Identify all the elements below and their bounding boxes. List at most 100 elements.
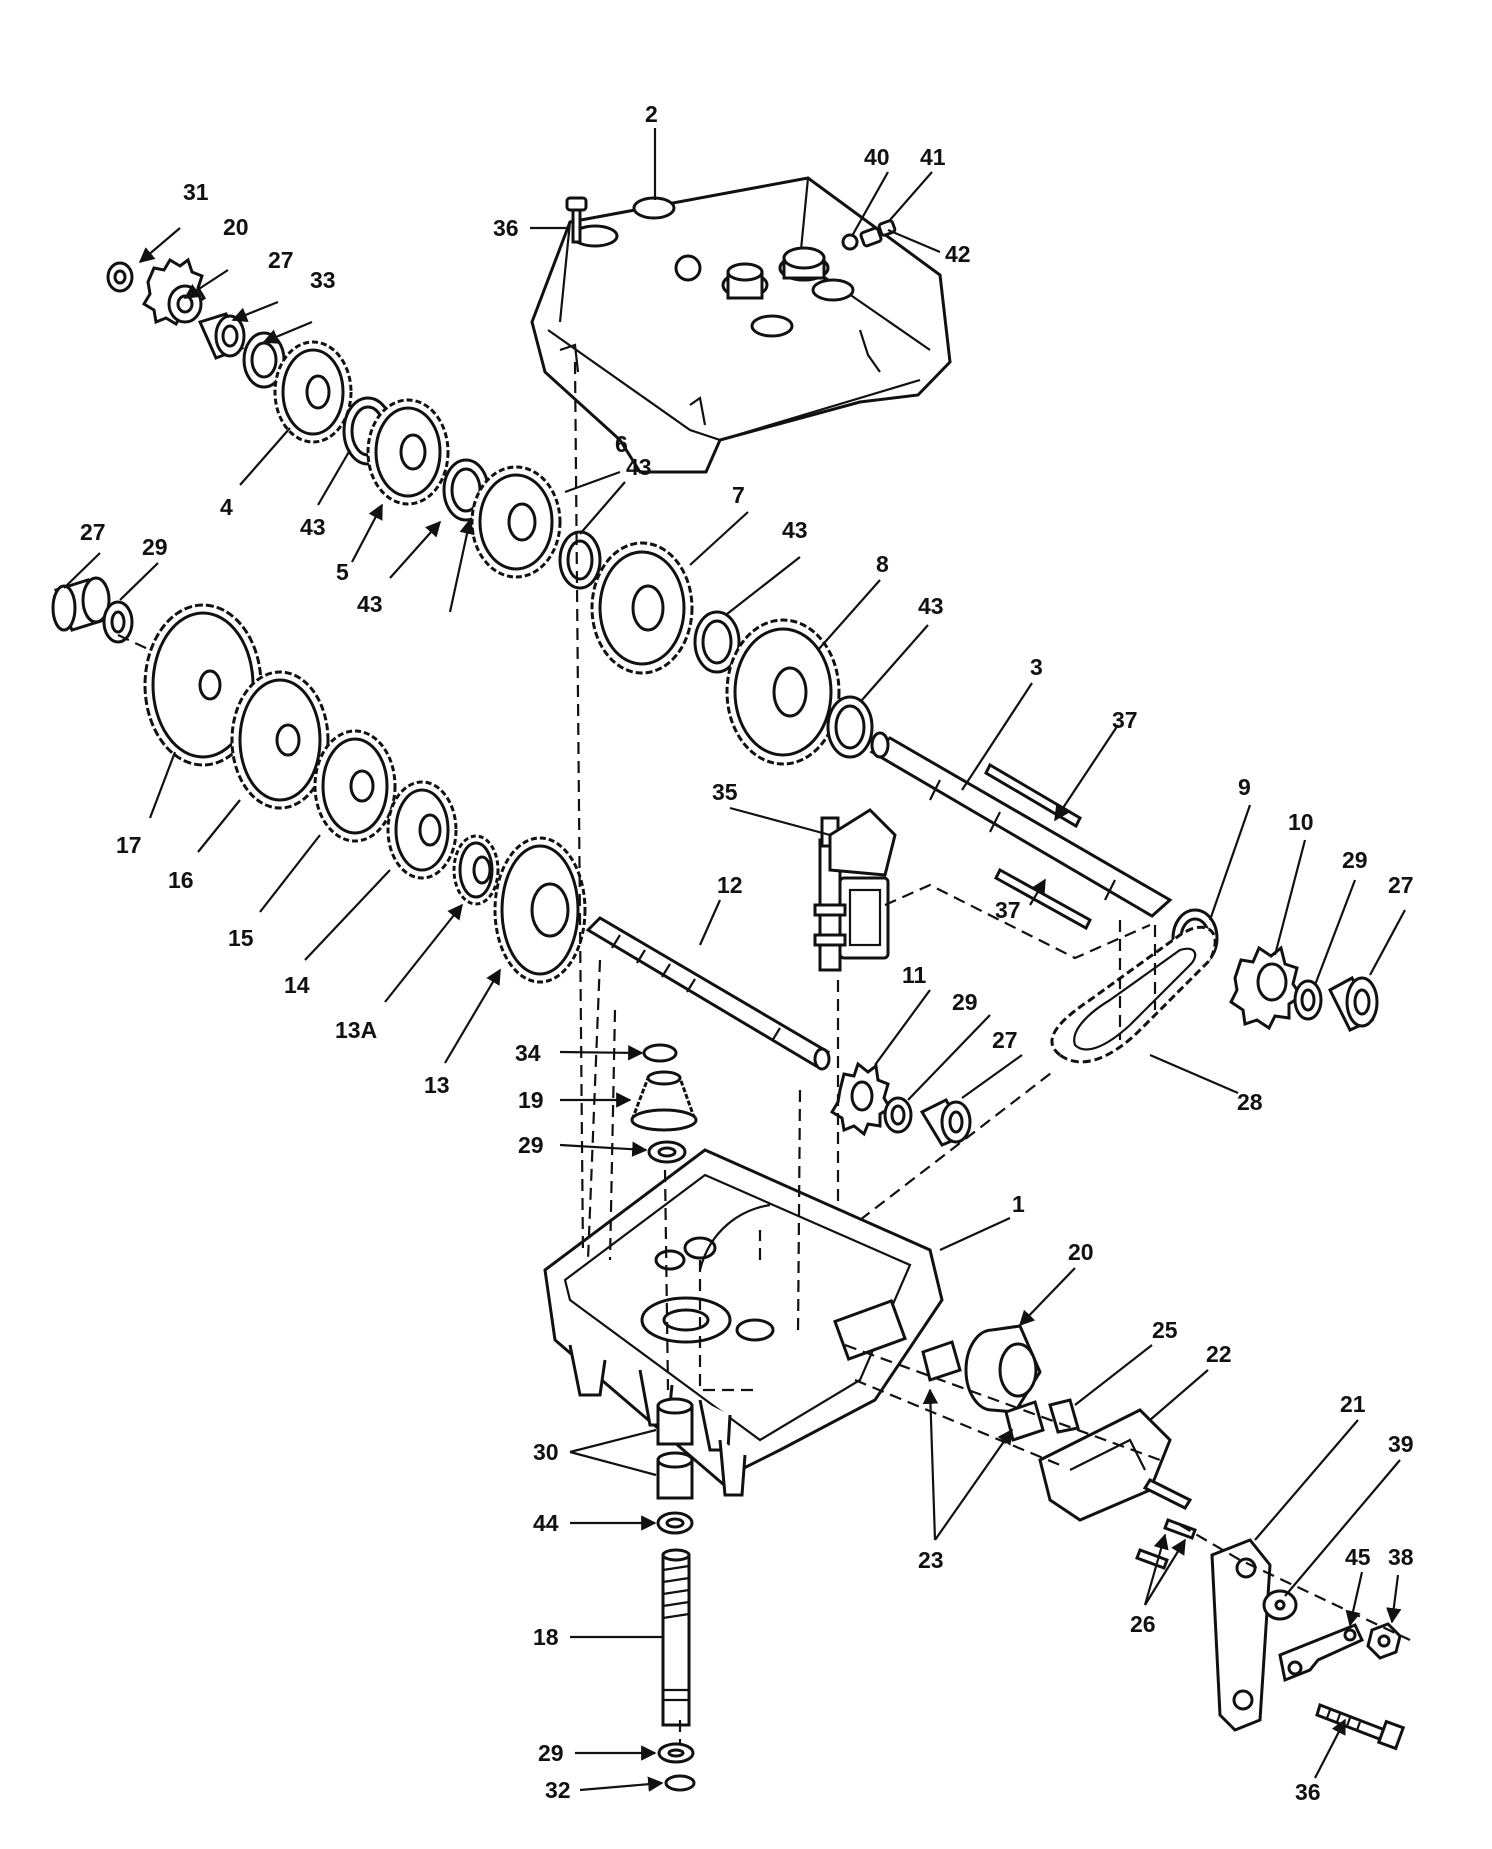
sprocket-20 — [106, 257, 207, 327]
callout-30: 30 — [533, 1439, 559, 1465]
callout-29-left: 29 — [142, 534, 168, 560]
gear-13 — [493, 836, 587, 984]
callout-12: 12 — [717, 872, 743, 898]
callout-42: 42 — [945, 241, 971, 267]
callout-29-middle: 29 — [518, 1132, 544, 1158]
shaft-18 — [661, 1548, 691, 1727]
callout-24: 23 — [918, 1547, 944, 1573]
retaining-ring-34 — [642, 1043, 678, 1063]
callout-44: 44 — [533, 1510, 559, 1536]
washer-39 — [1262, 1589, 1298, 1621]
callout-2: 2 — [645, 101, 658, 127]
callout-21: 20 — [1068, 1239, 1094, 1265]
gear-17 — [143, 603, 263, 767]
callout-18: 18 — [533, 1624, 559, 1650]
bolt-36-lower — [1315, 1703, 1406, 1751]
bracket-45 — [1278, 1623, 1364, 1683]
callout-13a: 13A — [335, 1017, 377, 1043]
sprocket-11 — [829, 1061, 893, 1137]
callout-27-center: 27 — [992, 1027, 1018, 1053]
callout-15: 15 — [228, 925, 254, 951]
brake-pad-24-upper — [921, 1340, 962, 1382]
washer-29-center — [883, 1096, 913, 1134]
callout-22: 21 — [1340, 1391, 1366, 1417]
callout-7: 7 — [732, 482, 745, 508]
washer-44 — [656, 1511, 694, 1535]
callout-35: 35 — [712, 779, 738, 805]
washer-43-c — [558, 530, 602, 590]
callout-11: 11 — [902, 962, 927, 988]
brake-disc-21 — [964, 1324, 1042, 1414]
callout-41: 41 — [920, 144, 946, 170]
gear-6 — [470, 465, 562, 579]
bushing-30-upper — [656, 1397, 694, 1446]
nut-38 — [1366, 1622, 1402, 1660]
callout-36-upper: 36 — [493, 215, 519, 241]
callout-10: 10 — [1288, 809, 1314, 835]
gear-13a — [452, 834, 500, 906]
shaft-12 — [585, 916, 831, 1071]
callout-29-center: 29 — [952, 989, 978, 1015]
callout-33: 33 — [310, 267, 336, 293]
alignment-lines — [117, 361, 1411, 1745]
chain-28 — [1050, 925, 1217, 1064]
bevel-gear-19 — [629, 1070, 698, 1132]
callout-6: 6 — [615, 431, 628, 457]
callout-37-upper: 37 — [1112, 707, 1138, 733]
top-cover — [530, 176, 952, 474]
sprocket-10 — [1229, 945, 1304, 1031]
callout-4: 4 — [220, 494, 233, 520]
washer-29-right — [1293, 979, 1323, 1021]
callout-26: 26 — [1130, 1611, 1156, 1637]
callout-23: 22 — [1206, 1341, 1232, 1367]
callout-27-top: 27 — [268, 247, 294, 273]
callout-16: 16 — [168, 867, 194, 893]
gear-4 — [273, 340, 353, 444]
retaining-ring-32 — [664, 1774, 696, 1792]
callout-1: 1 — [1012, 1191, 1025, 1217]
shift-fork-35 — [813, 808, 897, 972]
callout-45: 45 — [1345, 1544, 1371, 1570]
callout-40: 40 — [864, 144, 890, 170]
bushing-27-center — [919, 1098, 972, 1147]
callout-13: 13 — [424, 1072, 450, 1098]
housing-1 — [543, 1148, 944, 1497]
callout-43-a: 43 — [300, 514, 326, 540]
callout-28: 28 — [1237, 1089, 1263, 1115]
callout-9: 9 — [1238, 774, 1251, 800]
plate-25 — [1048, 1398, 1080, 1434]
gear-14 — [386, 780, 458, 880]
washer-29-middle — [647, 1140, 687, 1164]
bolt-36-upper — [565, 196, 588, 244]
leader-lines — [63, 128, 1406, 1792]
callout-38: 38 — [1388, 1544, 1414, 1570]
callout-8: 8 — [876, 551, 889, 577]
washer-43-e — [826, 695, 874, 759]
callout-36-lower: 36 — [1295, 1779, 1321, 1805]
washer-43-d — [693, 610, 741, 674]
key-37-lower — [994, 867, 1092, 931]
gear-8 — [725, 618, 841, 766]
callout-29-right: 29 — [1342, 847, 1368, 873]
callout-43-c: 43 — [626, 454, 652, 480]
callout-27-right: 27 — [1388, 872, 1414, 898]
washer-29-bottom — [657, 1742, 695, 1764]
bushing-27-top — [197, 312, 246, 360]
callout-25: 25 — [1152, 1317, 1178, 1343]
bushing-27-right — [1328, 975, 1379, 1032]
callout-37-lower: 37 — [995, 897, 1021, 923]
brake-caliper-23 — [1038, 1408, 1193, 1522]
callout-29-bottom: 29 — [538, 1740, 564, 1766]
callout-39: 39 — [1388, 1431, 1414, 1457]
callout-19: 19 — [518, 1087, 544, 1113]
pins-26 — [1135, 1518, 1197, 1570]
callout-20: 20 — [223, 214, 249, 240]
bushing-30-lower — [656, 1451, 694, 1500]
callout-34: 34 — [515, 1040, 541, 1066]
callout-5: 5 — [336, 559, 349, 585]
gear-15 — [313, 729, 397, 843]
callout-labels: 2 36 40 41 42 31 20 27 33 4 43 5 43 6 43… — [80, 101, 1414, 1805]
callout-43-d: 43 — [782, 517, 808, 543]
shaft-3 — [869, 731, 1173, 918]
